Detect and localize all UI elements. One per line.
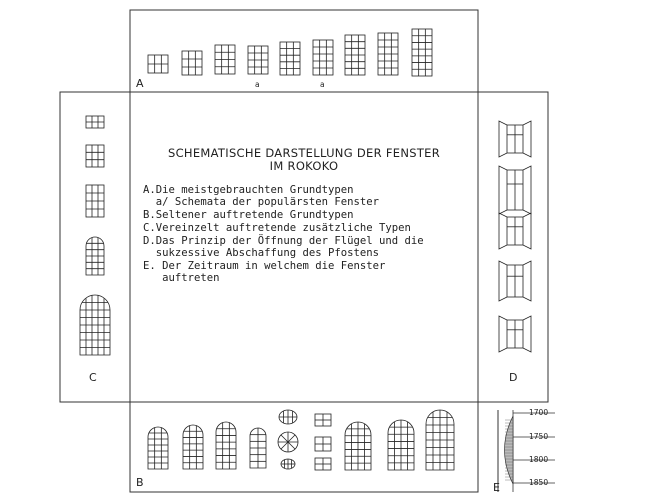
window-frame: [85, 236, 105, 276]
window-drawing: [79, 294, 111, 356]
panel-a-mark: a: [255, 80, 260, 89]
window-frame: [411, 28, 433, 77]
timeline-year: 1800: [529, 455, 549, 464]
legend-line: D.Das Prinzip der Öffnung der Flügel und…: [143, 235, 424, 247]
legend-line: E. Der Zeitraum in welchem die Fenster: [143, 260, 386, 272]
window-wing: [498, 260, 508, 302]
panel-c-windows: [79, 115, 111, 356]
window-wing: [522, 315, 532, 353]
window-frame: [344, 421, 372, 471]
panel-label-b: B: [136, 476, 144, 489]
window-wing: [522, 260, 532, 302]
window-wing: [498, 212, 508, 250]
legend-line: auftreten: [143, 272, 220, 284]
window-drawing: [314, 413, 332, 427]
legend-line: a/ Schemata der populärsten Fenster: [143, 196, 379, 208]
timeline-e: [504, 410, 555, 492]
window-wing: [522, 212, 532, 250]
window-drawing: [377, 32, 399, 76]
window-drawing: [498, 260, 532, 302]
window-drawing: [314, 436, 332, 452]
panel-label-c: C: [89, 371, 97, 384]
panel-label-a: A: [136, 77, 144, 90]
window-frame: [182, 424, 204, 470]
panel-d: [477, 91, 549, 403]
window-frame: [215, 421, 237, 470]
window-frame: [85, 144, 105, 168]
window-drawing: [425, 409, 455, 471]
timeline-year: 1700: [529, 408, 549, 417]
window-frame: [312, 39, 334, 76]
window-drawing: [312, 39, 334, 76]
window-drawing: [214, 44, 236, 75]
window-frame: [425, 409, 455, 471]
window-drawing: [181, 50, 203, 76]
window-drawing: [182, 424, 204, 470]
legend-line: C.Vereinzelt auftretende zusätzliche Typ…: [143, 222, 411, 234]
window-wing: [522, 120, 532, 158]
panel-d-windows: [498, 120, 532, 353]
window-drawing: [249, 427, 267, 469]
window-drawing: [85, 184, 105, 218]
panel-a-mark: a: [320, 80, 325, 89]
window-drawing: [498, 165, 532, 215]
window-drawing: [147, 426, 169, 470]
window-drawing: [498, 315, 532, 353]
window-wing: [522, 165, 532, 215]
window-frame: [181, 50, 203, 76]
window-drawing: [247, 45, 269, 75]
window-wing: [498, 120, 508, 158]
window-drawing: [498, 120, 532, 158]
legend-line: A.Die meistgebrauchten Grundtypen: [143, 184, 354, 196]
window-drawing: [85, 236, 105, 276]
panel-a-windows: [147, 28, 433, 77]
window-drawing: [387, 419, 415, 471]
window-drawing: [147, 54, 169, 74]
window-drawing: [85, 115, 105, 129]
diagram-title-line-1: SCHEMATISCHE DARSTELLUNG DER FENSTER: [167, 146, 440, 160]
timeline-year: 1850: [529, 478, 549, 487]
panel-b-windows: [147, 409, 455, 471]
window-wing: [498, 165, 508, 215]
window-drawing: [344, 34, 366, 76]
window-mullion: [280, 434, 296, 450]
legend-line: sukzessive Abschaffung des Pfostens: [143, 247, 379, 259]
window-drawing: [314, 457, 332, 471]
panel-label-d: D: [509, 371, 518, 384]
window-drawing: [85, 144, 105, 168]
window-frame: [79, 294, 111, 356]
panel-b: [129, 401, 479, 493]
window-drawing: [279, 41, 301, 76]
window-drawing: [411, 28, 433, 77]
legend-line: B.Seltener auftretende Grundtypen: [143, 209, 354, 221]
panel-a: [129, 9, 479, 93]
panel-c: [59, 91, 131, 403]
window-drawing: [344, 421, 372, 471]
window-drawing: [215, 421, 237, 470]
window-frame: [279, 41, 301, 76]
panel-label-e: E: [493, 481, 500, 494]
window-frame: [147, 426, 169, 470]
window-drawing: [498, 212, 532, 250]
window-wing: [498, 315, 508, 353]
window-drawing: [280, 458, 296, 470]
diagram-title-line-2: IM ROKOKO: [269, 159, 339, 173]
window-drawing: [278, 409, 298, 425]
window-frame: [387, 419, 415, 471]
timeline-year: 1750: [529, 432, 549, 441]
